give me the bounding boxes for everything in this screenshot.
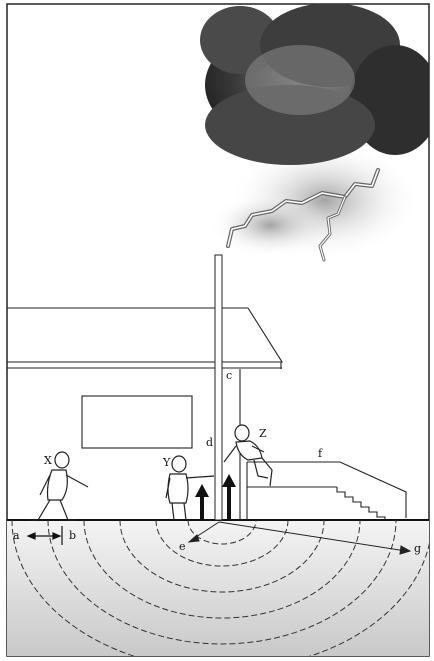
label-a: a: [13, 529, 20, 542]
label-d: d: [206, 436, 213, 449]
storm-cloud: [200, 3, 434, 260]
arrow-shaft-left: [200, 496, 204, 520]
label-y: Y: [162, 456, 171, 469]
tall-pole: [215, 255, 222, 520]
arrow-shaft-right: [227, 486, 231, 520]
label-z: Z: [259, 427, 267, 440]
label-c: c: [226, 369, 232, 382]
label-b: b: [69, 529, 76, 542]
label-g: g: [414, 542, 421, 555]
label-x: X: [44, 454, 52, 467]
label-e: e: [179, 540, 186, 553]
